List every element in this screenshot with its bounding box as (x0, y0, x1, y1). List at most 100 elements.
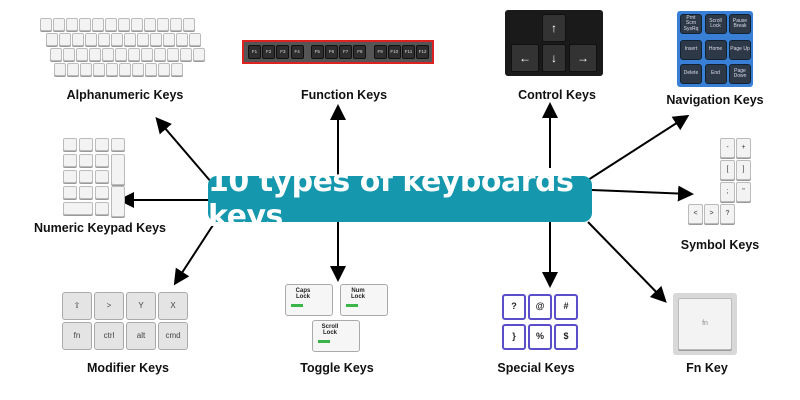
toggle-key-label: Num Lock (350, 288, 365, 301)
key: ? (502, 294, 526, 320)
key (67, 63, 79, 76)
key (95, 202, 109, 215)
key (189, 33, 201, 46)
key (170, 18, 182, 31)
key: } (502, 324, 526, 350)
key: F9 (373, 45, 387, 59)
key (79, 138, 93, 151)
key (50, 48, 62, 61)
key: End (704, 64, 727, 84)
key (79, 154, 93, 167)
led-indicator (291, 303, 303, 307)
key: → (569, 44, 597, 72)
key: ⇧ (62, 292, 92, 320)
key: ctrl (94, 322, 124, 350)
key: > (704, 204, 719, 224)
key: - (720, 138, 735, 158)
key (141, 48, 153, 61)
key (150, 33, 162, 46)
key (102, 48, 114, 61)
key (111, 138, 125, 151)
key (63, 186, 77, 199)
key: ] (736, 160, 751, 180)
key: fn (62, 322, 92, 350)
key: F1 (248, 45, 261, 59)
key (46, 33, 58, 46)
control-keys-image: ↑←↓→ (505, 10, 603, 76)
key: # (554, 294, 578, 320)
fn-key: fn (678, 298, 732, 350)
key (111, 33, 123, 46)
numeric-keypad-image (63, 138, 127, 218)
key (119, 63, 131, 76)
key (63, 154, 77, 167)
key: < (688, 204, 703, 224)
key (124, 33, 136, 46)
key: Page Down (729, 64, 751, 84)
key: ; (720, 182, 735, 202)
key (89, 48, 101, 61)
key (40, 18, 52, 31)
key (79, 170, 93, 183)
key: Pause Break (729, 14, 751, 34)
key: > (94, 292, 124, 320)
key (128, 48, 140, 61)
key (63, 170, 77, 183)
key (163, 33, 175, 46)
key: F7 (339, 45, 353, 59)
key (167, 48, 179, 61)
key: " (736, 182, 751, 202)
key: X (158, 292, 188, 320)
key (180, 48, 192, 61)
key: alt (126, 322, 156, 350)
fn-key-image: fn (673, 293, 737, 355)
label-numeric-keypad-keys: Numeric Keypad Keys (33, 221, 167, 235)
label-toggle-keys: Toggle Keys (300, 361, 374, 375)
key (54, 63, 66, 76)
key (131, 18, 143, 31)
key: ↑ (542, 14, 566, 42)
key (95, 170, 109, 183)
key: Num Lock (340, 284, 388, 316)
key (137, 33, 149, 46)
key (145, 63, 157, 76)
key (85, 33, 97, 46)
key (95, 186, 109, 199)
key (59, 33, 71, 46)
key: F6 (325, 45, 338, 59)
key (72, 33, 84, 46)
key: ↓ (542, 44, 566, 72)
key: F2 (262, 45, 276, 59)
key: [ (720, 160, 735, 180)
key (53, 18, 65, 31)
key: F12 (416, 45, 430, 59)
label-control-keys: Control Keys (518, 88, 596, 102)
key (106, 63, 118, 76)
symbol-keys-image: -+[];"<>? (688, 138, 754, 230)
key (176, 33, 188, 46)
diagram-title: 10 types of keyboards keys (208, 164, 592, 234)
key: Delete (680, 64, 702, 84)
key: ? (720, 204, 735, 224)
key (79, 186, 93, 199)
key: Scroll Lock (704, 14, 727, 34)
alphanumeric-keys-image (40, 15, 215, 80)
key: F5 (310, 45, 324, 59)
key: Caps Lock (285, 284, 333, 316)
key: Home (704, 40, 727, 60)
key (158, 63, 170, 76)
key: $ (554, 324, 578, 350)
key: Y (126, 292, 156, 320)
key (80, 63, 92, 76)
key (66, 18, 78, 31)
key (98, 33, 110, 46)
label-alphanumeric-keys: Alphanumeric Keys (66, 88, 184, 102)
key (93, 63, 105, 76)
key (63, 138, 77, 151)
key (63, 48, 75, 61)
label-fn-key: Fn Key (686, 361, 728, 375)
toggle-key-label: Scroll Lock (321, 324, 339, 337)
